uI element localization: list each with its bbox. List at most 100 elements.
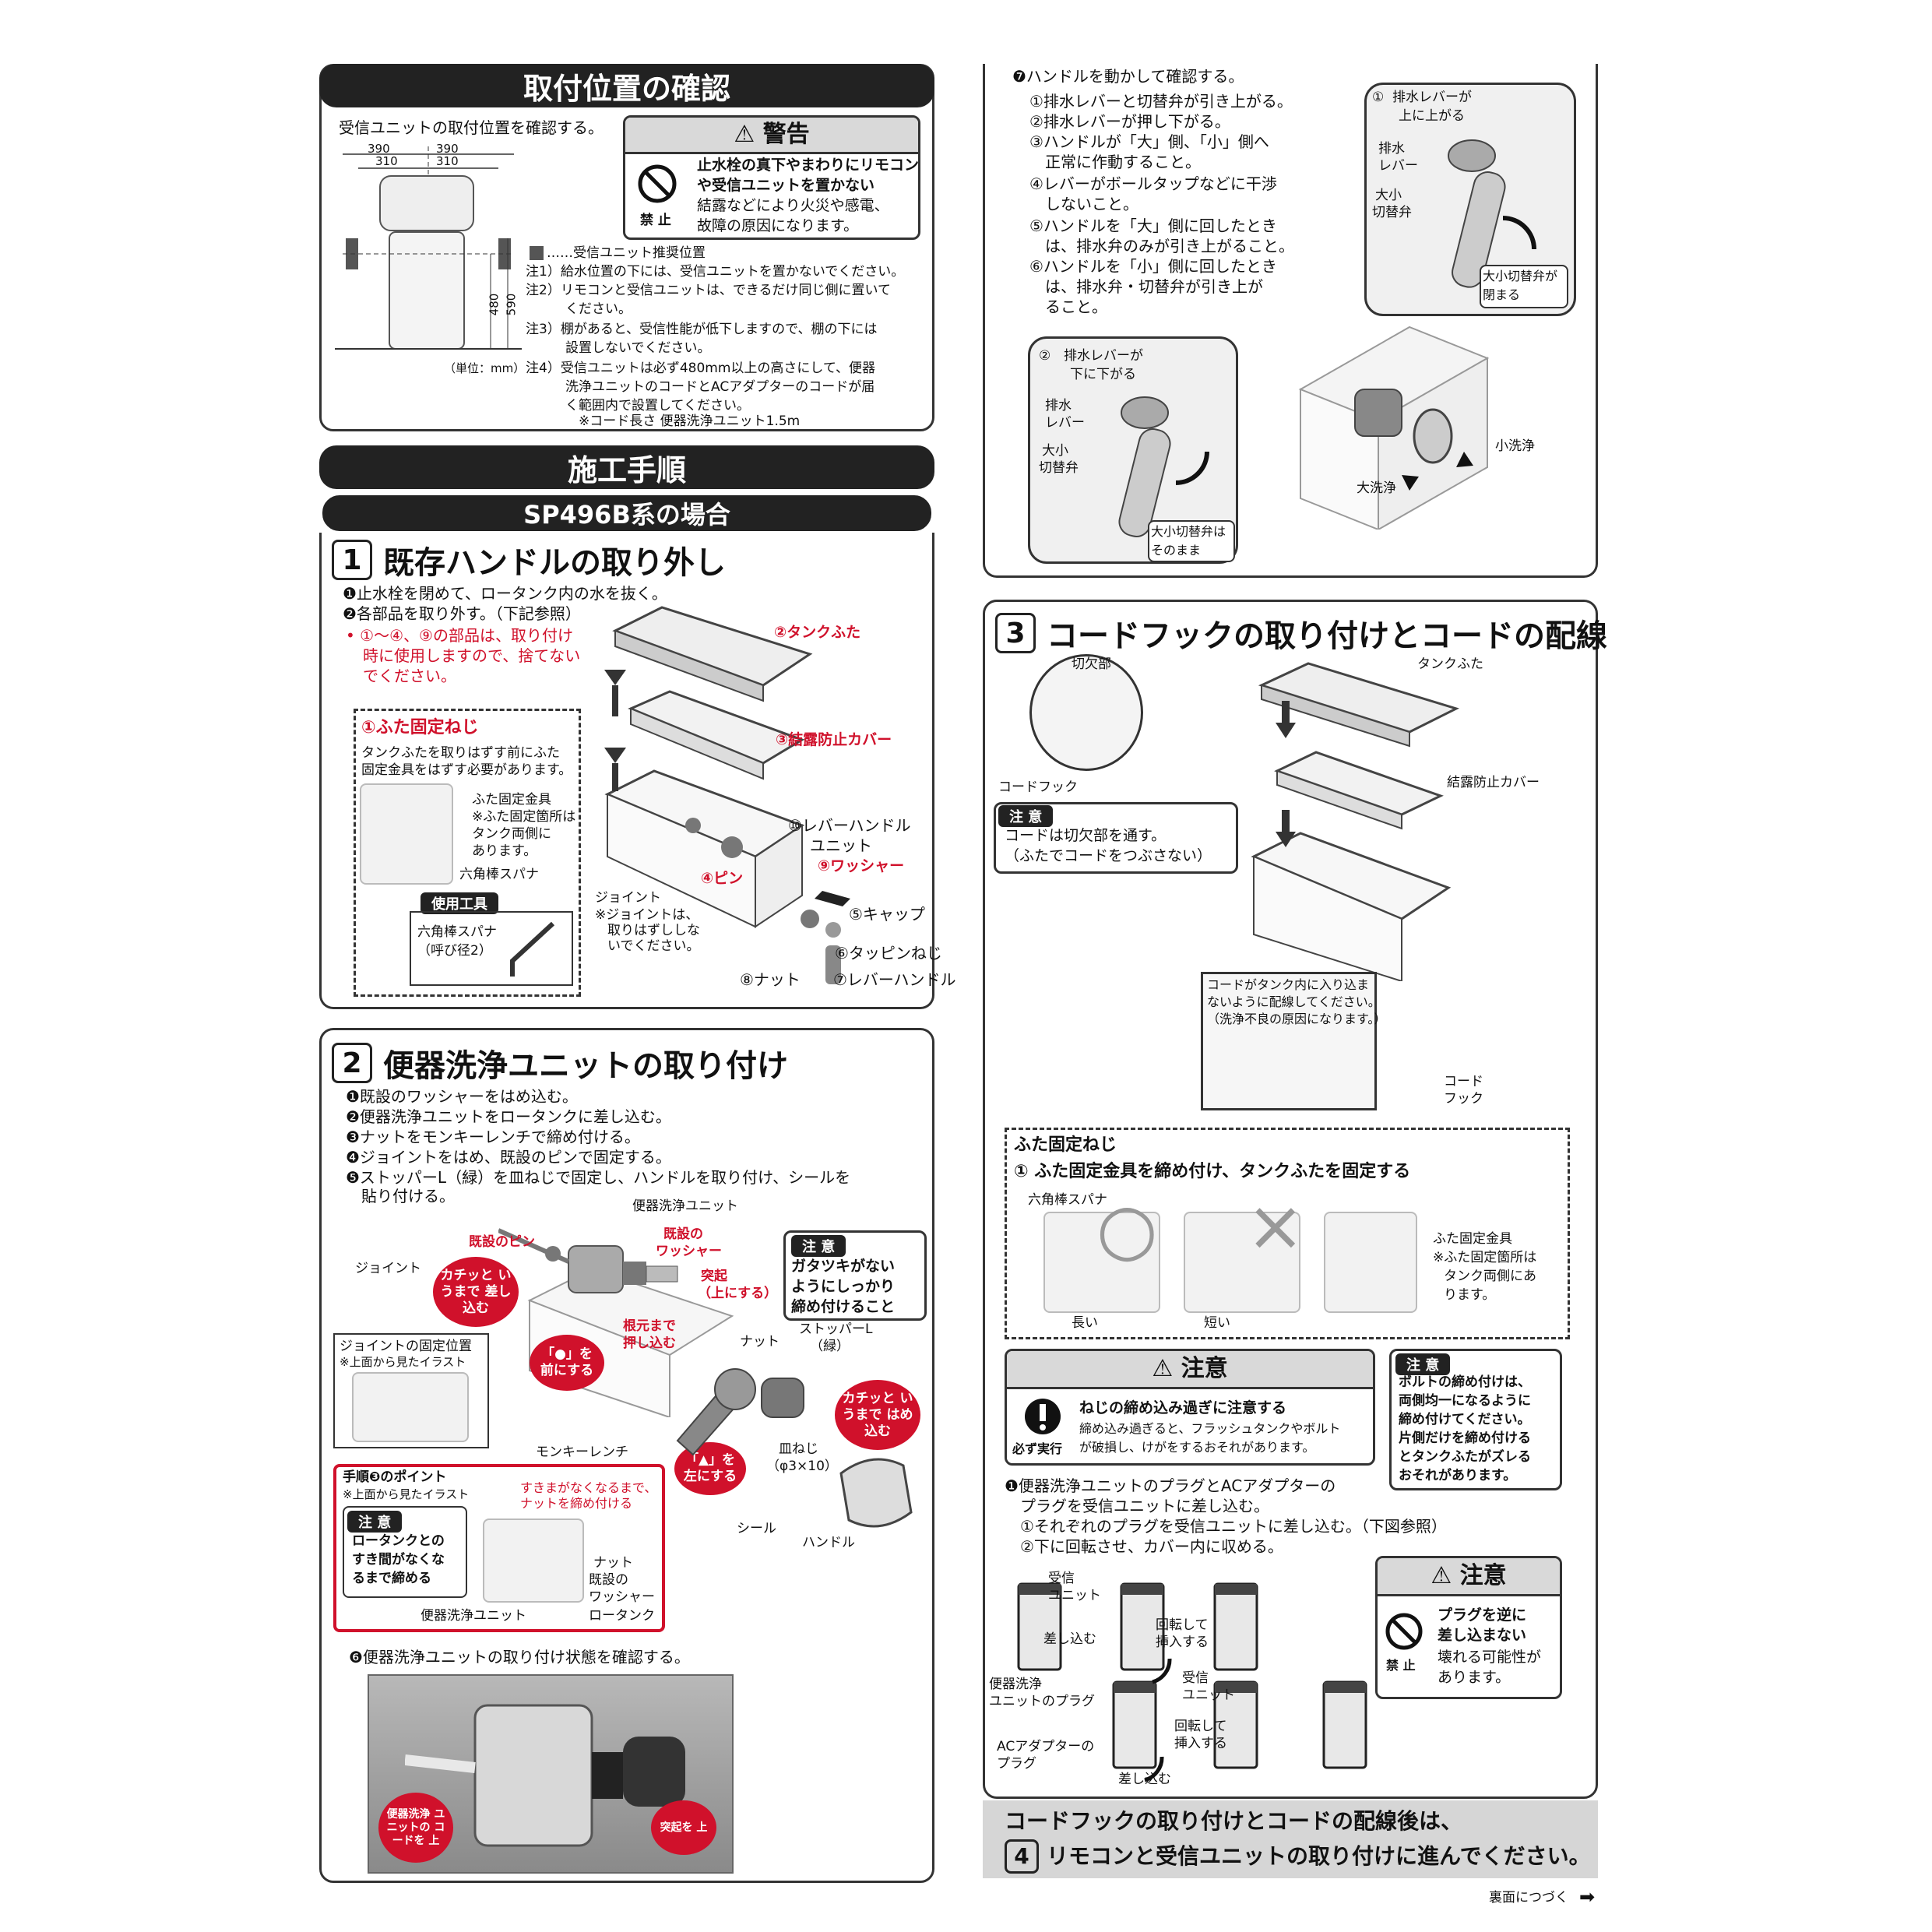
plug-step-1: ❶便器洗浄ユニットのプラグとACアダプターの	[1005, 1476, 1336, 1495]
lid-fitting-label-2: ※ふた固定箇所は	[1433, 1250, 1537, 1265]
joint-fix-illustration	[352, 1372, 469, 1442]
step3-caution-tag: 注 意	[347, 1511, 403, 1533]
part-10-lever-unit-2: ユニット	[810, 836, 872, 855]
step7-item-10: は、排水弁・切替弁が引き上が	[1029, 277, 1263, 296]
s1-red-note-2: 時に使用しますので、捨てない	[363, 646, 581, 665]
lid-screw-box-text-2: 固定金具をはずす必要があります。	[361, 762, 572, 778]
caution-bolt-tag: 注 意	[1395, 1353, 1451, 1375]
d1-lever-2: レバー	[1378, 158, 1418, 174]
dim-unit: （単位：mm）	[444, 361, 526, 375]
caution-plug-triangle-icon: ⚠	[1431, 1562, 1452, 1589]
lid-screw-ng-illustration	[1184, 1212, 1300, 1313]
tool-tag: 使用工具	[421, 892, 498, 914]
step7-item-4: 正常に作動すること。	[1029, 153, 1201, 171]
step7-item-2: ②排水レバーが押し下がる。	[1029, 112, 1230, 131]
label-push-root-1: 根元まで	[623, 1318, 676, 1334]
step3-point-red-1: すきまがなくなるまで、	[520, 1480, 657, 1495]
label-protrusion-1: 突起	[701, 1269, 727, 1284]
plug-label-flush-plug-2: ユニットのプラグ	[989, 1694, 1095, 1709]
label-notch: 切欠部	[1072, 656, 1111, 672]
dim-310-right: 310	[436, 154, 459, 168]
plug-label-recv-3: 受信	[1182, 1670, 1209, 1686]
plug-label-insert-1: 差し込む	[1043, 1631, 1096, 1647]
s1-step-1: ❶止水栓を閉めて、ロータンク内の水を抜く。	[343, 584, 667, 603]
part-3-condensation-cover: ③結露防止カバー	[776, 731, 892, 748]
label-flat-screw-2: （φ3×10）	[766, 1459, 838, 1474]
section-2-number: 2	[332, 1043, 372, 1083]
caution-overtighten-sub-2: が破損し、けがをするおそれがあります。	[1079, 1440, 1315, 1455]
label-stopper-1: ストッパーL	[799, 1321, 873, 1337]
part-6-tapping-screw: ⑥タッピンねじ	[835, 944, 942, 962]
position-intro: 受信ユニットの取付位置を確認する。	[339, 118, 604, 137]
label-monkey-wrench: モンキーレンチ	[536, 1445, 628, 1460]
step3-caution-3: るまで締める	[352, 1571, 431, 1586]
photo-bubble-protrusion-up: 突起を 上	[651, 1800, 716, 1855]
step7-item-11: ること。	[1029, 297, 1107, 316]
wire-note-1: コードがタンク内に入り込ま	[1207, 977, 1370, 992]
warning-prohibit-label: 禁 止	[640, 213, 671, 228]
pos-note-2: 注2）リモコンと受信ユニットは、できるだけ同じ側に置いて	[526, 283, 891, 298]
label-code-hook-2a: コード	[1444, 1074, 1483, 1089]
d2-num: ②	[1039, 348, 1051, 364]
bubble-click-fit: カチッと いうまで はめ込む	[835, 1380, 920, 1450]
pos-note-7: 洗浄ユニットのコードとACアダプターのコードが届	[526, 379, 875, 395]
box-label-hex-wrench: 六角棒スパナ	[459, 867, 539, 882]
plug-step-1b: プラグを受信ユニットに差し込む。	[1005, 1497, 1269, 1515]
d2-switch-2: 切替弁	[1039, 460, 1079, 476]
d1-label-a: 排水レバーが	[1392, 90, 1472, 105]
warning-lead2: や受信ユニットを置かない	[697, 177, 875, 194]
plug-label-flush-plug-1: 便器洗浄	[989, 1677, 1042, 1692]
part-5-cap: ⑤キャップ	[849, 905, 925, 924]
caution-tighten-2: ようにしっかり	[791, 1278, 896, 1295]
s2-step-6: ❻便器洗浄ユニットの取り付け状態を確認する。	[349, 1648, 690, 1666]
must-do-icon	[1025, 1399, 1061, 1434]
tank-handle-box-illustration	[1298, 326, 1490, 530]
label-condensation-cover: 結露防止カバー	[1447, 775, 1540, 790]
toilet-position-diagram	[335, 146, 522, 350]
dim-390-left: 390	[368, 142, 390, 156]
caution-plug-lead-2: 差し込まない	[1438, 1627, 1527, 1644]
lid-fitting-illustration-2	[1324, 1212, 1417, 1313]
handle-illustration	[839, 1458, 913, 1528]
label-joint: ジョイント	[355, 1261, 421, 1276]
part-2-tank-lid: ②タンクふた	[774, 624, 861, 641]
warning-lead: 止水栓の真下やまわりにリモコン	[697, 157, 920, 174]
section-3-title-text: コードフックの取り付けとコードの配線	[1047, 618, 1607, 654]
section-1-number: 1	[332, 540, 372, 580]
pos-note-6: 注4）受信ユニットは必ず480mm以上の高さにして、便器	[526, 361, 876, 376]
s1-red-note-1: • ①～④、⑨の部品は、取り付け	[346, 626, 573, 645]
plug-label-recv-1: 受信	[1048, 1571, 1075, 1586]
wire-note-3: （洗浄不良の原因になります。）	[1207, 1012, 1387, 1026]
bubble-click-insert: カチッと いうまで 差し込む	[433, 1257, 519, 1327]
next-step-line-1: コードフックの取り付けとコードの配線後は、	[1005, 1808, 1463, 1834]
lid-screw-box	[354, 709, 581, 997]
d1-closed-callout	[1480, 265, 1568, 308]
joint-fix-title: ジョイントの固定位置	[340, 1339, 472, 1354]
d1-label-b: 上に上がる	[1399, 108, 1465, 124]
caution-notch-2: （ふたでコードをつぶさない）	[1005, 847, 1212, 864]
section-3-title: 3 コードフックの取り付けとコードの配線	[995, 611, 1607, 656]
prohibit-icon	[638, 164, 677, 203]
dim-310-left: 310	[375, 154, 398, 168]
section-1-title: 1 既存ハンドルの取り外し	[332, 537, 726, 582]
next-step-band	[983, 1800, 1598, 1878]
s2-step-3: ❸ナットをモンキーレンチで締め付ける。	[346, 1128, 640, 1146]
caution-plug-box: ⚠ 注意	[1375, 1556, 1562, 1699]
lid-screw-ok-illustration	[1043, 1212, 1160, 1313]
plug-step-3: ②下に回転させ、カバー内に収める。	[1005, 1537, 1283, 1556]
step7-item-1: ①排水レバーと切替弁が引き上がる。	[1029, 92, 1293, 111]
d1-switch-1: 大小	[1375, 188, 1402, 203]
s2-step-4: ❹ジョイントをはめ、既設のピンで固定する。	[346, 1148, 671, 1167]
next-step-number: 4	[1005, 1839, 1039, 1874]
part-4-pin: ④ピン	[701, 870, 744, 887]
label-existing-pin: 既設のピン	[469, 1234, 535, 1250]
dim-480: 480	[487, 293, 501, 316]
dim-590: 590	[504, 293, 519, 316]
step3-point-note: ※上面から見たイラスト	[343, 1487, 470, 1501]
label-protrusion-2: （上にする）	[698, 1286, 778, 1301]
s2-step-1: ❶既設のワッシャーをはめ込む。	[346, 1087, 578, 1106]
d2-keep-2: そのまま	[1151, 543, 1202, 558]
step3-top-view-illustration	[483, 1519, 584, 1603]
caution-plug-sub-2: あります。	[1438, 1669, 1511, 1686]
d1-lever-1: 排水	[1378, 141, 1405, 157]
